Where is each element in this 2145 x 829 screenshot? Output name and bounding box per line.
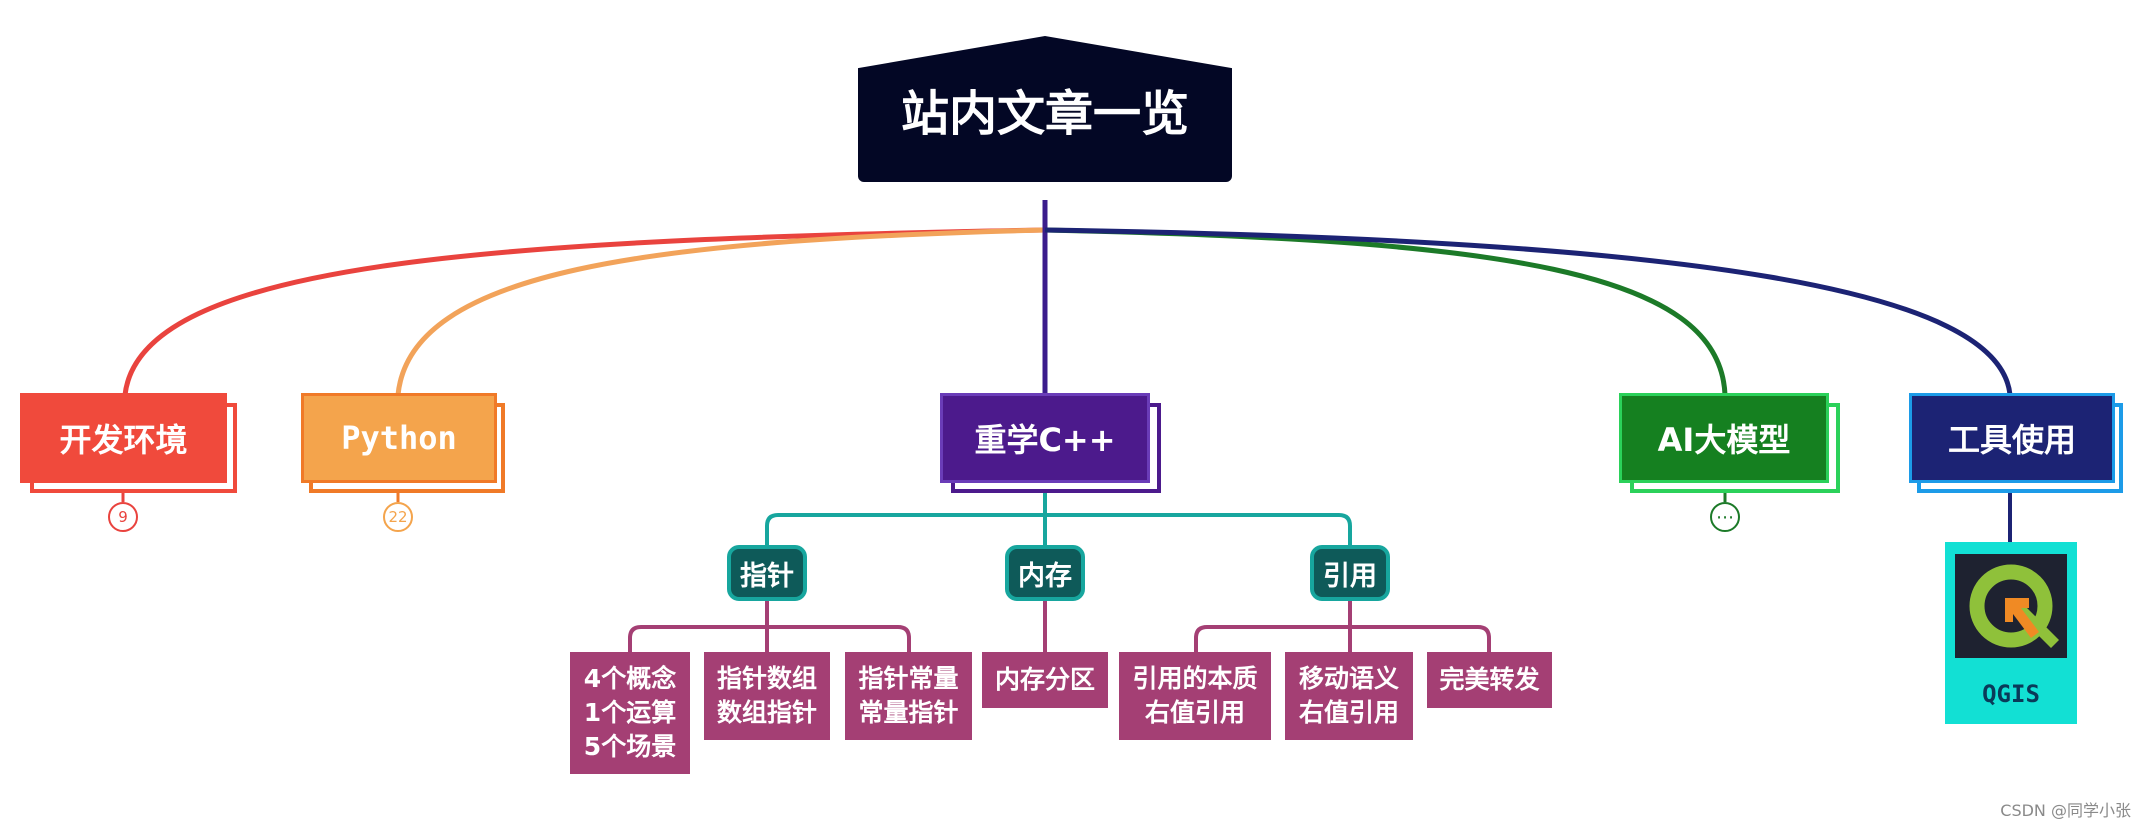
topic-tools[interactable]: 工具使用 — [1909, 393, 2115, 483]
leaf-reference-essence[interactable]: 引用的本质 右值引用 — [1119, 652, 1271, 740]
topic-ai[interactable]: AI大模型 — [1619, 393, 1829, 483]
edge-ref-leaves — [1194, 601, 1491, 652]
topic-ai-label: AI大模型 — [1657, 421, 1791, 459]
topic-python-label: Python — [341, 419, 457, 457]
leaf-pointer-concepts[interactable]: 4个概念 1个运算 5个场景 — [570, 652, 690, 774]
leaf-pointer-const[interactable]: 指针常量 常量指针 — [845, 652, 972, 740]
root-label: 站内文章一览 — [900, 86, 1189, 142]
topic-tools-label: 工具使用 — [1947, 421, 2076, 459]
root-node[interactable]: 站内文章一览 — [858, 36, 1232, 182]
subtopic-memory[interactable]: 内存 — [1005, 545, 1085, 601]
subtopic-pointer[interactable]: 指针 — [727, 545, 807, 601]
topic-python[interactable]: Python — [301, 393, 497, 483]
topic-python-count-badge[interactable]: 22 — [383, 502, 413, 532]
edge-root-python — [395, 227, 1046, 396]
edge-pointer-leaves — [628, 601, 911, 652]
leaf-memory-partition[interactable]: 内存分区 — [982, 652, 1108, 708]
edge-root-tools — [1044, 227, 2013, 396]
watermark: CSDN @同学小张 — [2000, 801, 2131, 820]
edge-root-ai — [1044, 227, 1728, 396]
edge-root-kaifa — [122, 227, 1046, 396]
topic-cpp[interactable]: 重学C++ — [940, 393, 1150, 483]
leaf-perfect-forwarding[interactable]: 完美转发 — [1427, 652, 1552, 708]
subtopic-reference[interactable]: 引用 — [1310, 545, 1390, 601]
leaf-pointer-array[interactable]: 指针数组 数组指针 — [704, 652, 830, 740]
leaf-move-semantics[interactable]: 移动语义 右值引用 — [1285, 652, 1413, 740]
topic-kaifa[interactable]: 开发环境 — [20, 393, 227, 483]
tool-qgis-label: QGIS — [1982, 680, 2040, 708]
topic-ai-collapsed-badge[interactable]: ⋯ — [1710, 502, 1740, 532]
topic-kaifa-count-badge[interactable]: 9 — [108, 502, 138, 532]
edge-cpp-sub — [765, 484, 1352, 545]
topic-cpp-label: 重学C++ — [974, 421, 1116, 459]
qgis-logo-icon — [1955, 554, 2067, 658]
topic-kaifa-label: 开发环境 — [59, 421, 188, 459]
tool-qgis-card[interactable] — [1945, 542, 2077, 724]
